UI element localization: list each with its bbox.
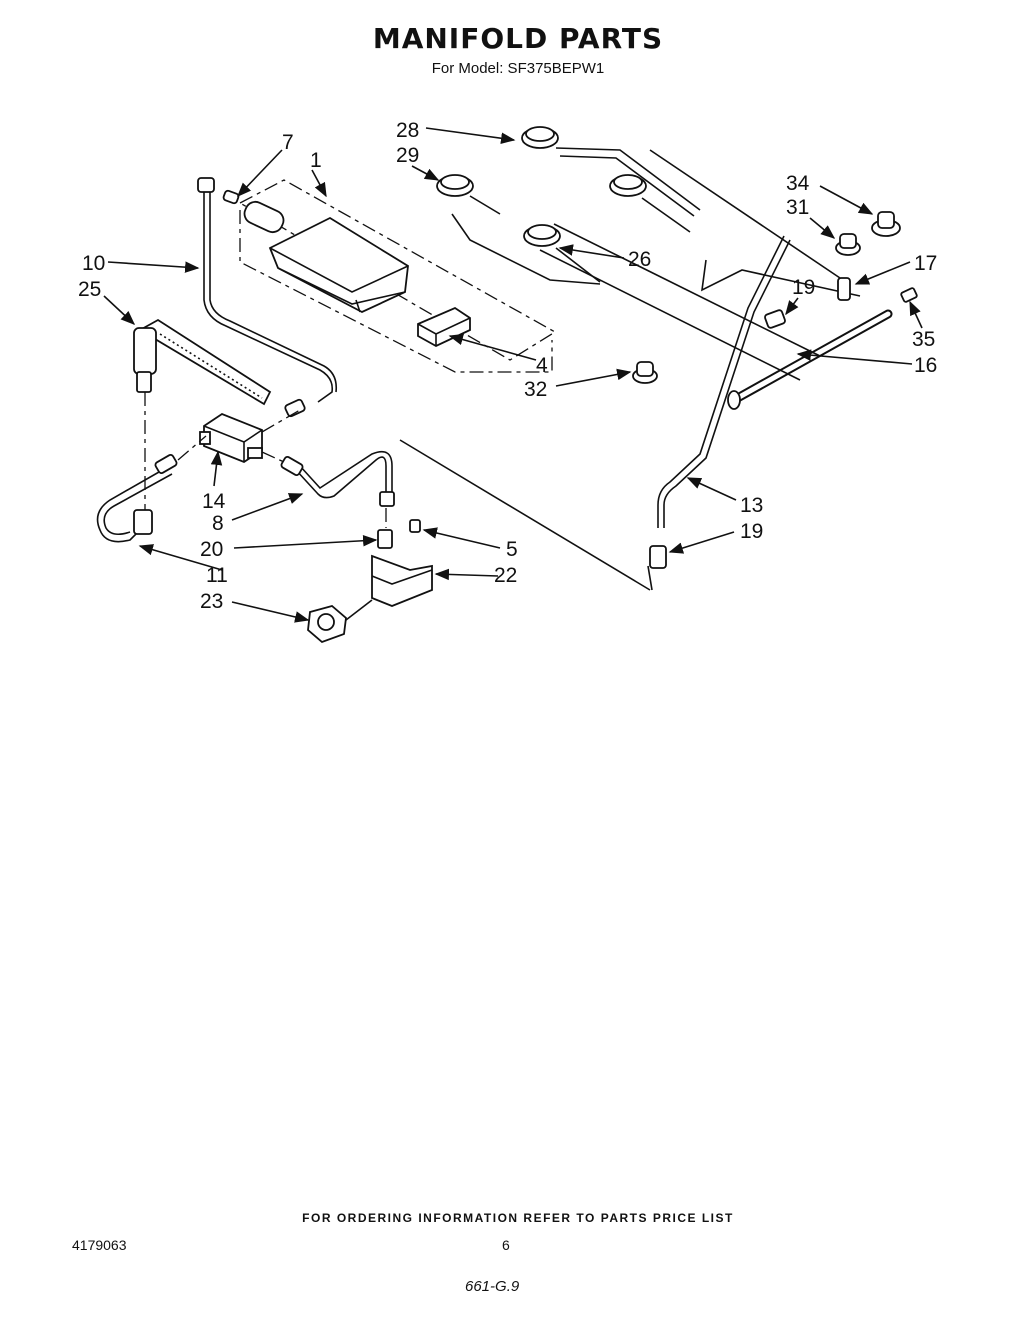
callout-28: 28: [396, 119, 419, 142]
handwritten-code: 661-G.9: [465, 1278, 520, 1295]
callout-13: 13: [740, 494, 763, 517]
tube-11-drawing: [96, 454, 178, 543]
callout-34: 34: [786, 172, 810, 195]
broil-burner-drawing: [133, 318, 272, 406]
leader-arrows: [103, 127, 923, 623]
pilot-tube-drawing: [197, 177, 338, 418]
callout-26: 26: [628, 248, 651, 271]
ordering-note: FOR ORDERING INFORMATION REFER TO PARTS …: [302, 1211, 734, 1225]
callout-16: 16: [914, 354, 937, 377]
callout-7: 7: [282, 131, 294, 154]
page-number: 6: [502, 1237, 510, 1253]
callout-32: 32: [524, 378, 547, 401]
callout-5: 5: [506, 538, 518, 561]
callout-20: 20: [200, 538, 223, 561]
page-title: MANIFOLD PARTS: [372, 22, 664, 55]
model-subtitle: For Model: SF375BEPW1: [431, 60, 605, 77]
callout-4: 4: [536, 354, 548, 377]
callout-labels: 7 1 28 29 34 31 17 10 25 26 19 35 16 4 3…: [78, 119, 937, 613]
callout-19-upper: 19: [792, 276, 815, 299]
control-knobs-drawing: [632, 211, 901, 384]
manifold-exploded-diagram: 7 1 28 29 34 31 17 10 25 26 19 35 16 4 3…: [78, 119, 937, 644]
burner-bracket-drawing: [417, 306, 471, 348]
callout-29: 29: [396, 144, 419, 167]
oven-burner-drawing: [238, 179, 557, 373]
callout-11: 11: [206, 564, 228, 587]
callout-10: 10: [82, 252, 105, 275]
callout-31: 31: [786, 196, 809, 219]
regulator-assembly-drawing: [307, 439, 651, 644]
callout-23: 23: [200, 590, 223, 613]
callout-25: 25: [78, 278, 101, 301]
top-burners-drawing: [436, 126, 701, 285]
callout-14: 14: [202, 490, 226, 513]
callout-17: 17: [914, 252, 937, 275]
callout-19-lower: 19: [740, 520, 763, 543]
tube-8-drawing: [261, 450, 395, 507]
manifold-pipe-drawing: [539, 149, 918, 591]
callout-1: 1: [310, 149, 322, 172]
callout-35: 35: [912, 328, 935, 351]
document-number: 4179063: [72, 1237, 127, 1253]
safety-valve-drawing: [144, 392, 301, 510]
callout-8: 8: [212, 512, 224, 535]
callout-22: 22: [494, 564, 517, 587]
